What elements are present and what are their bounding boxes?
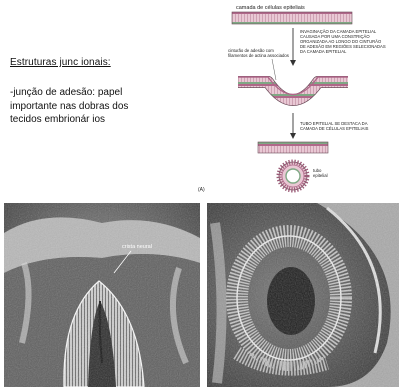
- epithelial-layer-invaginated: [238, 82, 348, 100]
- step2-text: TUBO EPITELIAL SE DESTACA DA CAMADA DE C…: [300, 121, 369, 131]
- neural-crest-label: crista neural: [122, 244, 152, 250]
- epithelial-layer-detached: [258, 142, 328, 153]
- top-label: camada de células epiteliais: [236, 5, 305, 11]
- body-paragraph: -junção de adesão: papel importante nas …: [10, 86, 173, 127]
- invagination-diagram: camada de células epiteliais INVAGINAÇÃO…: [190, 0, 399, 196]
- section-heading: Estruturas junc ionais:: [10, 57, 111, 68]
- panel-label: (A): [198, 187, 205, 193]
- sem-photo-neural-crest: crista neural: [4, 203, 200, 387]
- step1-text: INVAGINAÇÃO DA CAMADA EPITELIAL CAUSADA …: [300, 29, 387, 54]
- epithelial-layer-flat: [232, 12, 352, 24]
- adhesion-belt-label: cinturão de adesão com filamentos de act…: [228, 48, 289, 58]
- paragraph-line: -junção de adesão: papel: [10, 86, 173, 100]
- paragraph-line: tecidos embrionár ios: [10, 113, 173, 127]
- paragraph-line: importante nas dobras dos: [10, 100, 173, 114]
- tube-label: tubo epitelial: [313, 168, 328, 178]
- sem-photo-neural-tube: [207, 203, 399, 387]
